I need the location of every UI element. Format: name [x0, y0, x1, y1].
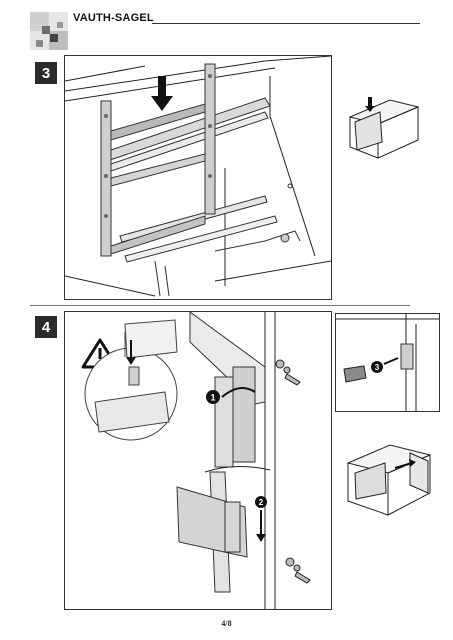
callout-3: 3 — [375, 363, 380, 372]
step-4-illustration: 1 2 — [64, 311, 332, 610]
step-3-illustration — [64, 55, 332, 300]
callout-1: 1 — [210, 393, 215, 403]
step-4-badge: 4 — [35, 316, 57, 338]
page-number: 4/8 — [221, 619, 232, 628]
step-3-overview-inset — [340, 92, 420, 164]
step-4-detail-inset: 3 — [335, 313, 440, 412]
brand-name: VAUTH-SAGEL — [73, 12, 154, 24]
section-divider — [30, 305, 410, 306]
brand-logo-icon — [30, 12, 68, 50]
step-4-overview-inset — [340, 433, 435, 523]
header-rule — [152, 23, 420, 24]
callout-2: 2 — [259, 498, 264, 507]
step-3-badge: 3 — [35, 62, 57, 84]
